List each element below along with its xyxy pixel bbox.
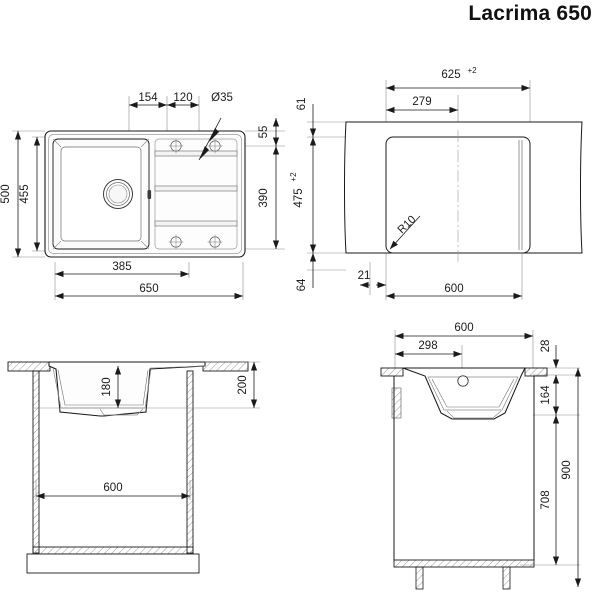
dim-front-600: 600 [395, 322, 533, 340]
cabinet-carcass-front [393, 376, 535, 590]
dim-61-label: 61 [296, 98, 308, 111]
siphon-bracket [391, 387, 402, 419]
dim-455-label: 455 [19, 184, 31, 203]
dim-650-label: 650 [139, 283, 158, 295]
dim-cutout-600-label: 600 [444, 283, 463, 295]
dim-55: 55 [258, 118, 280, 146]
dim-390: 390 [258, 146, 280, 249]
dim-120: 120 [167, 92, 199, 109]
drain-opening [103, 179, 133, 209]
dim-28: 28 [540, 340, 560, 368]
dim-475: 475 +2 [289, 137, 317, 253]
drainboard [154, 138, 238, 250]
dim-side-600: 600 [36, 482, 190, 500]
drain-front-section [457, 375, 469, 387]
front-section-extension-lines [394, 330, 580, 566]
dim-200: 200 [237, 362, 258, 408]
dim-650: 650 [55, 283, 243, 300]
dim-900: 900 [561, 368, 582, 587]
sink-bowl [52, 138, 150, 250]
dim-200-label: 200 [237, 375, 249, 394]
dim-385-label: 385 [112, 261, 131, 273]
cabinet-leg-left [415, 566, 424, 590]
dim-500-label: 500 [0, 184, 12, 203]
dim-390-label: 390 [258, 188, 270, 207]
dim-front-600-label: 600 [454, 322, 473, 334]
dim-154: 154 [129, 92, 167, 109]
dim-475-tolerance: +2 [289, 172, 298, 182]
sink-top-view: 154 120 Ø35 55 390 500 [0, 92, 285, 300]
sink-profile-front [402, 367, 526, 420]
dim-900-label: 900 [561, 460, 573, 479]
dim-298-label: 298 [418, 340, 437, 352]
worktop-outline [344, 121, 583, 254]
dim-120-label: 120 [173, 92, 192, 104]
dim-hole-diameter-label: Ø35 [211, 92, 233, 104]
dim-180: 180 [101, 366, 122, 408]
dim-475-label: 475 [293, 188, 305, 207]
front-worktop-right [524, 367, 548, 377]
dim-708: 708 [540, 415, 560, 565]
dim-279: 279 [386, 96, 458, 114]
dim-164: 164 [540, 375, 560, 415]
dim-64: 64 [296, 253, 317, 291]
dim-625-tolerance: +2 [467, 66, 477, 75]
dim-625: 625 +2 [386, 66, 530, 92]
dim-side-600-label: 600 [103, 482, 122, 494]
side-section-extension-lines [33, 361, 260, 500]
worktop-slab-right [202, 361, 249, 372]
dim-28-label: 28 [540, 340, 552, 353]
worktop-cutout-view: R10 625 +2 279 61 475 +2 [289, 66, 583, 300]
worktop-slab-left [7, 361, 51, 372]
dim-61: 61 [296, 98, 317, 137]
dim-298: 298 [395, 340, 462, 358]
side-section-view: 180 200 600 [7, 361, 260, 574]
dim-64-label: 64 [296, 278, 308, 291]
cutout-edge-lines [518, 140, 523, 250]
dim-164-label: 164 [540, 385, 552, 405]
front-section-view: 600 298 28 164 708 [380, 322, 582, 590]
dim-385: 385 [55, 261, 189, 278]
dim-708-label: 708 [540, 490, 552, 509]
dim-500: 500 [0, 131, 22, 257]
dim-455: 455 [19, 137, 41, 251]
dim-154-label: 154 [138, 92, 158, 104]
page-title: Lacrima 650 [468, 2, 592, 25]
dim-21-label: 21 [358, 270, 371, 282]
dim-180-label: 180 [101, 377, 113, 396]
dim-625-label: 625 [441, 69, 460, 81]
dim-279-label: 279 [412, 96, 431, 108]
cabinet-carcass-side [26, 370, 200, 574]
bowl-overflow-slot [147, 190, 152, 199]
dim-21: 21 [358, 270, 386, 289]
drainboard-grooves [154, 150, 238, 227]
dim-cutout-600: 600 [386, 283, 522, 300]
hole-diameter-leader [198, 117, 222, 161]
front-worktop-left [380, 367, 404, 377]
cabinet-leg-right [502, 566, 511, 590]
sink-rim-inner-line [48, 134, 242, 254]
dim-55-label: 55 [258, 126, 270, 139]
